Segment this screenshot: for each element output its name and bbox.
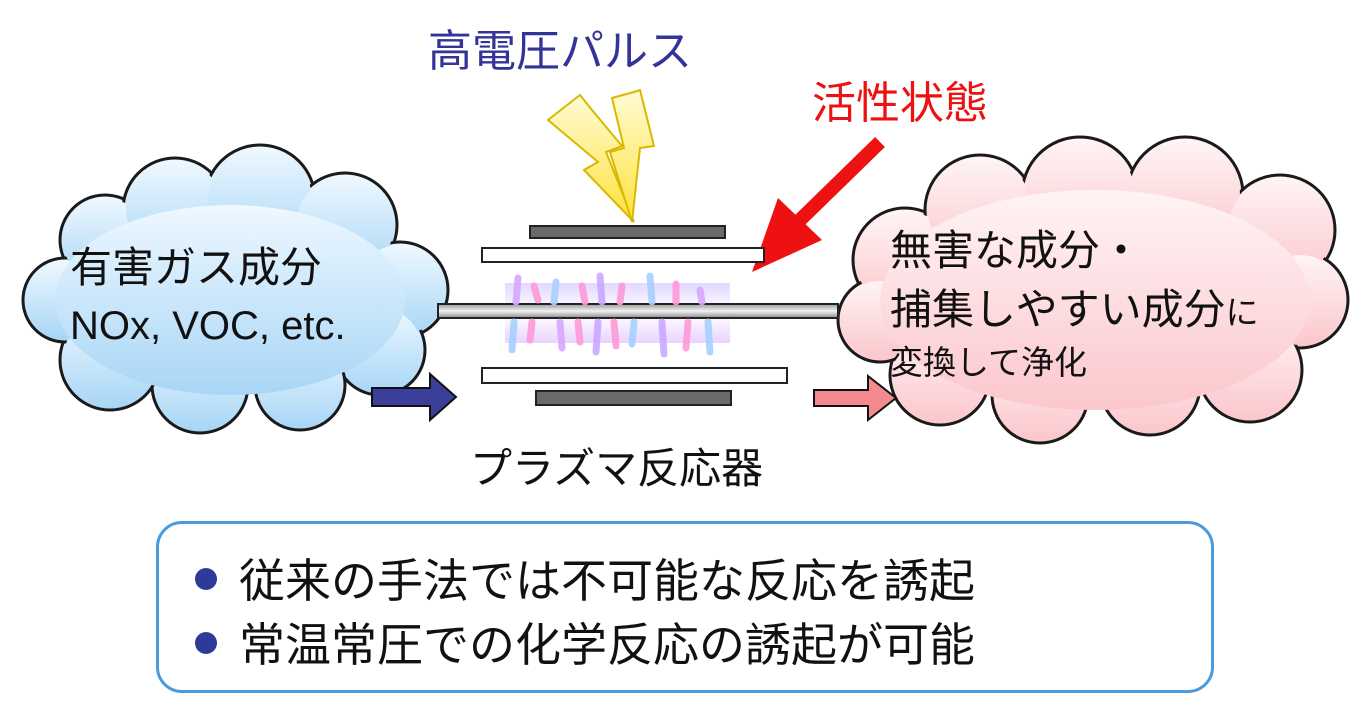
inlet-arrow — [371, 371, 458, 423]
bullet-item: 従来の手法では不可能な反応を誘起 — [195, 558, 975, 604]
harmful-gas-examples-label: NOx, VOC, etc. — [70, 304, 346, 348]
capturable-component-label: 捕集しやすい成分に — [890, 289, 1259, 331]
active-state-label: 活性状態 — [812, 78, 988, 129]
bullet-text: 常温常圧での化学反応の誘起が可能 — [239, 618, 975, 672]
harmless-component-label: 無害な成分・ — [890, 226, 1143, 275]
bullet-dot-icon — [195, 631, 217, 654]
lightning-bolt-icon — [546, 93, 635, 223]
harmful-gas-label: 有害ガス成分 — [70, 243, 323, 292]
outlet-arrow — [813, 373, 898, 423]
active-state-arrow — [752, 136, 885, 272]
top-electrode — [529, 225, 726, 239]
summary-box: 従来の手法では不可能な反応を誘起 常温常圧での化学反応の誘起が可能 — [156, 521, 1214, 693]
lightning-bolt-icon — [608, 88, 656, 223]
bullet-dot-icon — [195, 567, 217, 590]
bottom-electrode — [535, 390, 732, 406]
purification-label: 変換して浄化 — [890, 343, 1088, 382]
center-electrode — [437, 303, 839, 319]
bullet-text: 従来の手法では不可能な反応を誘起 — [239, 554, 975, 608]
top-dielectric-plate — [481, 247, 765, 263]
particle-ni: に — [1225, 293, 1259, 332]
high-voltage-pulse-label: 高電圧パルス — [428, 26, 692, 77]
bottom-dielectric-plate — [481, 367, 788, 384]
capturable-component-text: 捕集しやすい成分 — [890, 285, 1226, 334]
plasma-discharges — [508, 272, 714, 358]
bullet-item: 常温常圧での化学反応の誘起が可能 — [195, 622, 975, 668]
plasma-reactor-label: プラズマ反応器 — [470, 444, 764, 493]
plasma-reactor — [437, 225, 839, 406]
